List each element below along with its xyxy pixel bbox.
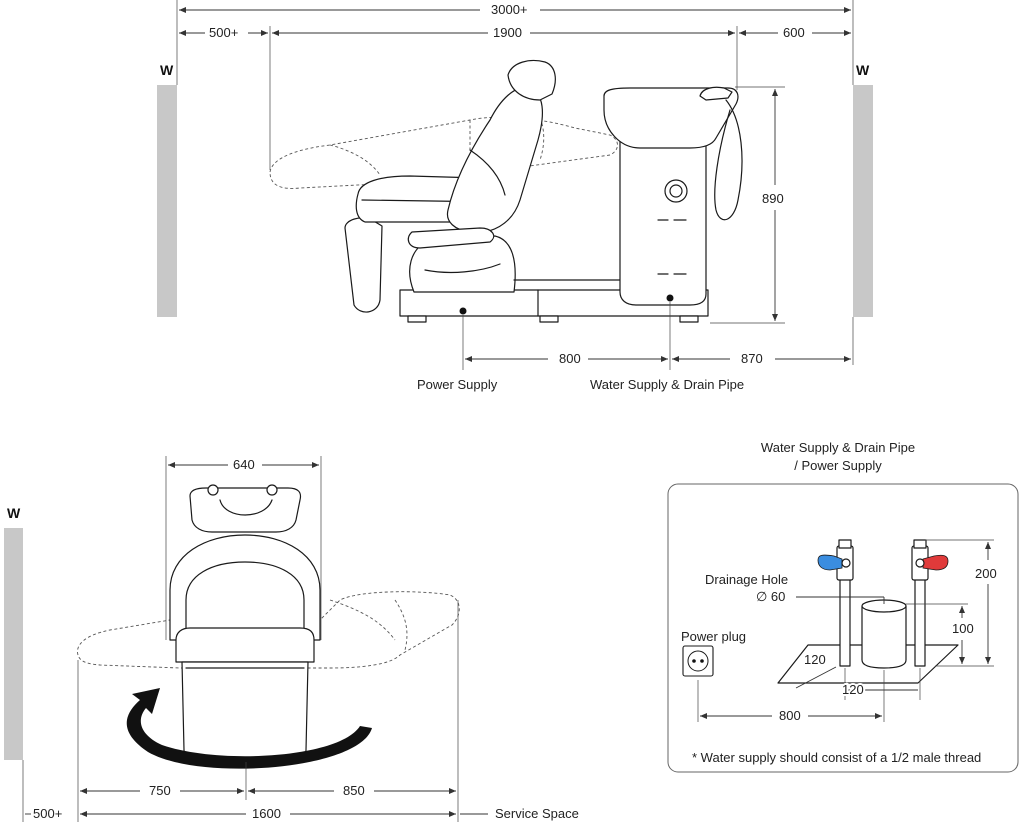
dim-total: 3000+ — [491, 2, 528, 17]
cold-pipe — [839, 577, 851, 667]
drainage-hole-label: Drainage Hole — [705, 572, 788, 587]
dim-drain-height: 100 — [952, 621, 974, 636]
drainage-pipe — [861, 605, 907, 669]
detail-title-line2: / Power Supply — [794, 458, 882, 473]
top-view: W 640 750 850 — [4, 456, 579, 822]
dim-right-clearance: 600 — [783, 25, 805, 40]
dim-top-right: 850 — [343, 783, 365, 798]
top-seat — [175, 627, 315, 663]
dim-top-left: 750 — [149, 783, 171, 798]
chair-pedestal — [409, 235, 516, 293]
side-view: W W 3000+ 500+ 1900 600 890 — [157, 0, 873, 392]
wall-left-label: W — [160, 62, 174, 78]
dim-top-wall: 500+ — [33, 806, 62, 821]
dim-gap: 120 — [842, 682, 864, 697]
rotation-arrow-icon — [126, 688, 372, 769]
dim-height: 890 — [762, 191, 784, 206]
top-backrest — [169, 534, 321, 641]
shampoo-basin — [603, 87, 739, 149]
dim-chair-length: 1900 — [493, 25, 522, 40]
wall-bottom-left — [4, 528, 23, 760]
dim-plug-distance: 800 — [779, 708, 801, 723]
wall-left — [157, 85, 177, 317]
power-plug-label: Power plug — [681, 629, 746, 644]
detail-note: * Water supply should consist of a 1/2 m… — [692, 750, 981, 765]
wall-right — [853, 85, 873, 317]
sink-cabinet — [619, 131, 707, 306]
label-water-supply: Water Supply & Drain Pipe — [590, 377, 744, 392]
top-leg-rest — [181, 661, 309, 759]
label-service-space: Service Space — [495, 806, 579, 821]
hot-pipe — [914, 577, 926, 667]
detail-title-line1: Water Supply & Drain Pipe — [761, 440, 915, 455]
dim-side: 120 — [804, 652, 826, 667]
shower-hose — [714, 99, 743, 221]
detail-panel: Water Supply & Drain Pipe / Power Supply… — [667, 440, 1019, 773]
cold-valve-handle — [817, 554, 843, 571]
dim-left-clearance: 500+ — [209, 25, 238, 40]
leg-rest — [344, 217, 383, 313]
power-supply-point — [459, 307, 467, 315]
dim-pipe-height: 200 — [975, 566, 997, 581]
top-basin — [189, 487, 302, 533]
headrest — [507, 59, 556, 101]
label-power-supply: Power Supply — [417, 377, 498, 392]
armrest — [407, 227, 495, 249]
dim-power-to-water: 800 — [559, 351, 581, 366]
water-supply-point — [666, 294, 674, 302]
dim-top-width: 640 — [233, 457, 255, 472]
floor-plate — [777, 644, 959, 684]
hot-valve-handle — [922, 554, 949, 571]
drainage-hole-size: ∅ 60 — [756, 589, 785, 604]
backrest — [446, 87, 543, 234]
dim-water-to-wall: 870 — [741, 351, 763, 366]
dim-top-total: 1600 — [252, 806, 281, 821]
wall-right-label: W — [856, 62, 870, 78]
faucet — [699, 86, 733, 101]
wall-bottom-label: W — [7, 505, 21, 521]
